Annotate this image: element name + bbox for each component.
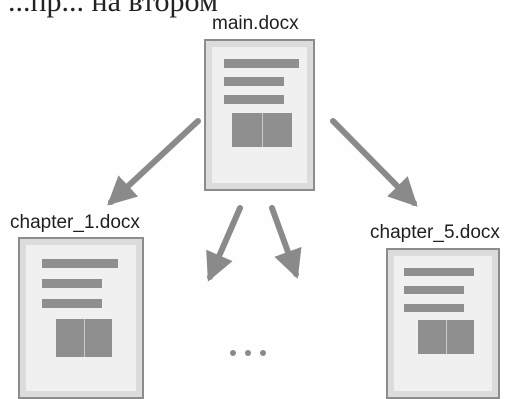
- more-documents-ellipsis: [230, 348, 270, 358]
- text-line-bar: [42, 299, 102, 308]
- ellipsis-dot: [230, 350, 236, 356]
- document-page: [26, 245, 136, 391]
- image-placeholder: [232, 113, 292, 147]
- arrow-to-middle-left: [206, 205, 243, 282]
- chapter-5-document-icon: [386, 248, 500, 399]
- ellipsis-dot: [245, 350, 251, 356]
- top-text-fragment: ...пр... на втором: [8, 0, 218, 18]
- chapter-1-document-icon: [18, 237, 144, 399]
- arrow-to-chapter-1: [107, 118, 201, 206]
- text-line-bar: [404, 268, 474, 276]
- document-page: [212, 47, 307, 183]
- main-docx-label: main.docx: [212, 13, 299, 34]
- text-line-bar: [42, 279, 102, 288]
- ellipsis-dot: [260, 350, 266, 356]
- chapter-5-docx-label: chapter_5.docx: [370, 222, 500, 243]
- image-placeholder: [56, 319, 112, 357]
- chapter-1-docx-label: chapter_1.docx: [10, 212, 140, 233]
- arrow-to-middle-right: [269, 205, 302, 279]
- text-line-bar: [404, 286, 464, 294]
- document-page: [394, 256, 492, 391]
- arrow-to-chapter-5: [330, 118, 418, 207]
- text-line-bar: [224, 59, 299, 68]
- text-line-bar: [42, 259, 118, 268]
- text-line-bar: [224, 95, 284, 104]
- image-placeholder: [418, 320, 474, 354]
- text-line-bar: [404, 304, 464, 312]
- text-line-bar: [224, 77, 284, 86]
- main-document-icon: [204, 39, 315, 191]
